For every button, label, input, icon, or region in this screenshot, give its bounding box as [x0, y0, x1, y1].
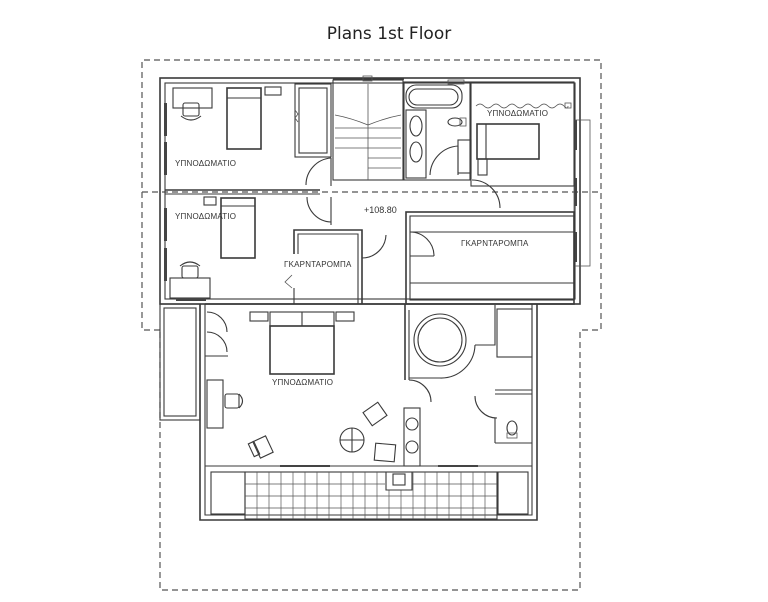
- armchair-icon: [373, 442, 397, 463]
- room-label: ΥΠΝΟΔΩΜΑΤΙΟ: [175, 159, 236, 168]
- bedroom-1: ΥΠΝΟΔΩΜΑΤΙΟ: [165, 83, 332, 195]
- round-shower-icon: [409, 313, 476, 379]
- floor-tiles: [245, 472, 497, 519]
- room-label: ΥΠΝΟΔΩΜΑΤΙΟ: [272, 378, 333, 387]
- room-label: ΥΠΝΟΔΩΜΑΤΙΟ: [487, 109, 548, 118]
- chair-icon: [224, 393, 244, 409]
- round-table-icon: [339, 427, 365, 453]
- master-bathroom: [400, 304, 533, 467]
- room-label: ΥΠΝΟΔΩΜΑΤΙΟ: [175, 212, 236, 221]
- level-marker: +108.80: [364, 205, 397, 215]
- armchair-icon: [247, 435, 274, 459]
- armchair-icon: [362, 401, 388, 427]
- bedroom-top-right: ΥΠΝΟΔΩΜΑΤΙΟ: [470, 81, 575, 209]
- staircase: [332, 75, 404, 181]
- master-bedroom: ΥΠΝΟΔΩΜΑΤΙΟ: [205, 303, 405, 463]
- roof-outline: [141, 59, 602, 591]
- exterior-walls: [159, 77, 581, 521]
- bathroom-top: [403, 79, 472, 181]
- bedroom-2: ΥΠΝΟΔΩΜΑΤΙΟ: [169, 196, 332, 301]
- chair-icon: [180, 102, 202, 121]
- toilet-icon: [506, 420, 518, 439]
- plan-title: Plans 1st Floor: [326, 24, 452, 44]
- room-label: ΓΚΑΡΝΤΑΡΟΜΠΑ: [284, 260, 352, 269]
- wardrobe-2: ΓΚΑΡΝΤΑΡΟΜΠΑ: [405, 211, 575, 305]
- toilet-icon: [447, 117, 467, 127]
- chair-icon: [179, 261, 201, 279]
- terrace: [205, 465, 532, 520]
- room-label: ΓΚΑΡΝΤΑΡΟΜΠΑ: [461, 239, 529, 248]
- windows-left: [164, 103, 591, 281]
- wardrobe-1: ΓΚΑΡΝΤΑΡΟΜΠΑ: [284, 229, 387, 304]
